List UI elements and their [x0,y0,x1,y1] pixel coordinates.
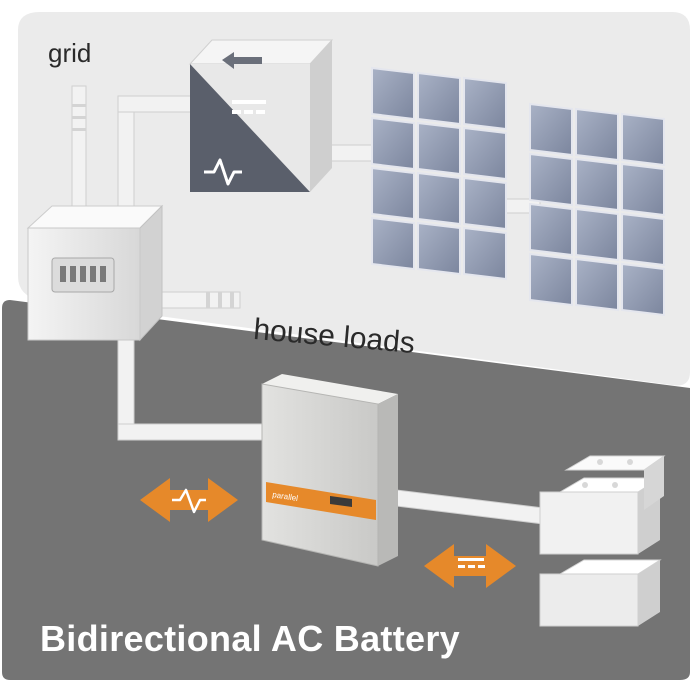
solar-cell [371,166,415,221]
solar-cell [621,162,665,217]
solar-cell [463,176,507,231]
solar-cell [417,221,461,276]
ac-wave-icon [204,158,242,186]
meter-box [26,204,164,342]
solar-cell [417,171,461,226]
solar-panel-left [371,66,507,281]
solar-cell [463,226,507,281]
solar-cell [575,157,619,212]
solar-cell [417,121,461,176]
solar-cell [417,71,461,126]
brand-text: parallel [272,490,299,503]
solar-cell [575,107,619,162]
solar-cell [621,112,665,167]
solar-cell [463,126,507,181]
solar-cell [371,216,415,271]
solar-cell [529,252,573,307]
solar-cell [575,207,619,262]
dc-symbol-icon [232,100,266,114]
solar-cell [575,257,619,312]
solar-cell [621,212,665,267]
diagram-title: Bidirectional AC Battery [40,618,460,659]
orange-display-strip [266,482,376,520]
pipe-house-loads [149,291,241,309]
battery-stack [539,455,666,627]
solar-cell [621,262,665,317]
solar-cell [371,66,415,121]
solar-panel-right [529,102,665,317]
solar-inverter [188,39,334,192]
grid-label: grid [48,38,92,68]
solar-cell [371,116,415,171]
solar-cell [463,76,507,131]
pipe-to-inverter [117,95,197,113]
pipe-to-battery-unit [117,423,279,441]
battery-inverter-cabinet: parallel [261,374,398,567]
solar-cell [529,202,573,257]
dc-bidirectional-arrow [424,544,516,588]
display-screen [330,496,352,507]
ac-wave-icon [172,488,206,514]
ac-bidirectional-arrow [140,478,238,522]
solar-cell [529,102,573,157]
grid-pipe-stripes [72,104,234,308]
arrow-left-icon [222,52,262,69]
dc-symbol-icon [458,558,485,568]
solar-cell [529,152,573,207]
